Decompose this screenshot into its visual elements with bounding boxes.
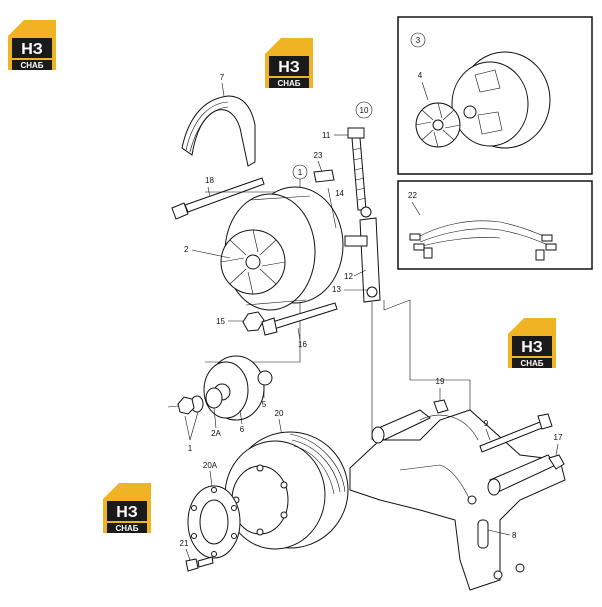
callout-4: 4 (418, 71, 423, 80)
brand-logo-top-center: НЗ СНАБ (265, 38, 313, 88)
logo-top-text: НЗ (21, 41, 43, 58)
callout-1-bottom: 1 (188, 444, 193, 453)
bolt-18: 18 (171, 176, 265, 220)
callout-18: 18 (205, 176, 214, 185)
logo-bottom-text: СНАБ (520, 359, 543, 368)
callout-11: 11 (322, 131, 331, 140)
callout-8: 8 (512, 531, 517, 540)
callout-9: 9 (484, 419, 489, 428)
callout-23: 23 (314, 151, 323, 160)
adapter-plate-20a: 20A (187, 461, 241, 559)
alternator-fan-icon (220, 229, 286, 295)
callout-21: 21 (180, 539, 189, 548)
callout-20a: 20A (203, 461, 218, 470)
callout-7: 7 (220, 73, 225, 82)
brand-logo-bottom-left: НЗ СНАБ (103, 483, 151, 533)
drive-belt: 7 (181, 73, 256, 167)
adjusting-bracket-12: 12 13 (332, 217, 381, 303)
callout-3: 3 (416, 36, 421, 45)
bolt-21: 21 (180, 539, 214, 572)
brand-logo-right: НЗ СНАБ (508, 318, 556, 368)
callout-2a: 2A (211, 429, 221, 438)
callout-13: 13 (332, 285, 341, 294)
callout-22: 22 (408, 191, 417, 200)
inset-wiring-harness: 22 (397, 180, 593, 270)
callout-5: 5 (262, 400, 267, 409)
logo-bottom-text: СНАБ (115, 524, 138, 533)
logo-top-text: НЗ (116, 504, 138, 521)
callout-12: 12 (344, 272, 353, 281)
callout-15: 15 (216, 317, 225, 326)
screw-14: 14 (327, 187, 345, 229)
logo-top-text: НЗ (278, 59, 300, 76)
callout-10: 10 (360, 106, 369, 115)
callout-14: 14 (335, 189, 344, 198)
callout-17: 17 (554, 433, 563, 442)
brand-logo-top-left: НЗ СНАБ (8, 20, 56, 70)
mounting-bracket: 8 19 9 17 (349, 299, 566, 591)
callout-19: 19 (436, 377, 445, 386)
alternator: 1 2 (184, 164, 344, 363)
logo-bottom-text: СНАБ (277, 79, 300, 88)
bracket-23: 23 (313, 151, 335, 183)
callout-2: 2 (184, 245, 189, 254)
callout-6: 6 (240, 425, 245, 434)
crank-pulley: 20 (224, 409, 349, 550)
pulley-assembly: 5 6 2A 1 (167, 355, 273, 453)
tension-bolt-11: 10 11 (322, 101, 373, 218)
nut-15: 15 (216, 311, 265, 332)
bolt-16: 16 (261, 302, 338, 349)
inset-fan-detail: 3 4 (397, 16, 593, 175)
callout-20: 20 (275, 409, 284, 418)
logo-bottom-text: СНАБ (20, 61, 43, 70)
callout-16: 16 (298, 340, 307, 349)
callout-1-top: 1 (298, 168, 303, 177)
fan-icon (415, 102, 461, 148)
logo-top-text: НЗ (521, 339, 543, 356)
